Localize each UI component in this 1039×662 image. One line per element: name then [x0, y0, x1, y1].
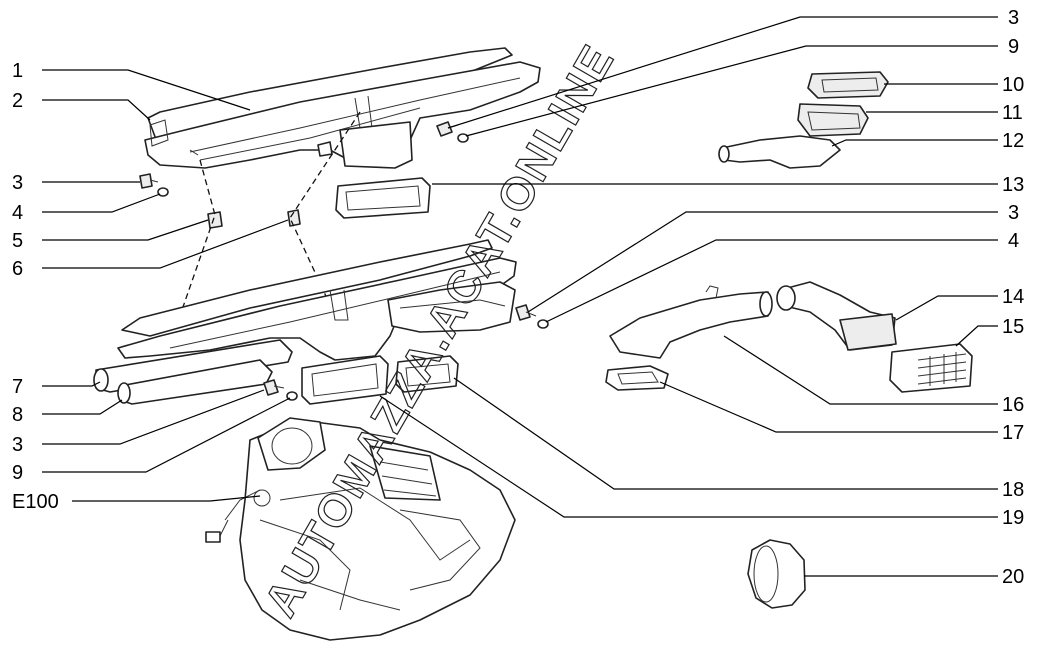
callout-3: 3: [1008, 7, 1019, 29]
callout-19: 19: [1002, 507, 1024, 529]
leader-lines: [42, 16, 998, 577]
upper-dashboard-duct: [144, 47, 541, 169]
callout-9: 9: [1008, 36, 1019, 58]
screw-lower-left: [263, 379, 285, 396]
callout-2: 2: [12, 90, 23, 112]
callout-3: 3: [12, 434, 23, 456]
air-duct-part-12: [718, 135, 841, 169]
vent-housing-part-11: [797, 103, 869, 137]
clip-part-5: [207, 211, 223, 229]
callout-3: 3: [12, 172, 23, 194]
callout-4: 4: [12, 202, 23, 224]
heater-unit-assembly: [205, 417, 516, 641]
vent-frame-part-13: [335, 177, 431, 219]
washer-middle-right: [537, 319, 549, 329]
vent-grille-part-10: [807, 71, 889, 99]
callout-7: 7: [12, 376, 23, 398]
callout-14: 14: [1002, 286, 1024, 308]
screw-middle-right: [515, 304, 537, 321]
callout-15: 15: [1002, 316, 1024, 338]
screw-upper-right: [436, 121, 459, 137]
vent-frame-part-19: [301, 355, 389, 405]
callout-8: 8: [12, 404, 23, 426]
clip-part-6: [287, 209, 301, 227]
vent-nozzle-part-15: [889, 343, 973, 393]
callout-10: 10: [1002, 74, 1024, 96]
lower-dashboard-duct: [117, 239, 517, 361]
vent-frame-part-18: [395, 355, 459, 393]
callout-17: 17: [1002, 422, 1024, 444]
callout-1: 1: [12, 60, 23, 82]
callout-18: 18: [1002, 479, 1024, 501]
callout-12: 12: [1002, 130, 1024, 152]
callout-6: 6: [12, 258, 23, 280]
callout-5: 5: [12, 230, 23, 252]
air-duct-part-16: [609, 285, 773, 359]
screw-left: [139, 173, 159, 189]
callout-labels: 1 2 3 4 5 6 7 8 3 9 E100 3 9 10 11 12 13…: [12, 7, 1024, 588]
air-duct-part-14: [776, 281, 897, 351]
callout-20: 20: [1002, 566, 1024, 588]
vent-nozzle-part-20: [747, 539, 806, 609]
gasket-part-17: [605, 365, 669, 391]
callout-16: 16: [1002, 394, 1024, 416]
washer-upper-right: [457, 133, 469, 143]
side-tube-part-7: [93, 339, 293, 393]
callout-e100: E100: [12, 491, 59, 513]
washer-left: [157, 187, 169, 197]
callout-3: 3: [1008, 202, 1019, 224]
callout-13: 13: [1002, 174, 1024, 196]
callout-11: 11: [1002, 102, 1023, 124]
callout-4: 4: [1008, 230, 1019, 252]
callout-9: 9: [12, 462, 23, 484]
